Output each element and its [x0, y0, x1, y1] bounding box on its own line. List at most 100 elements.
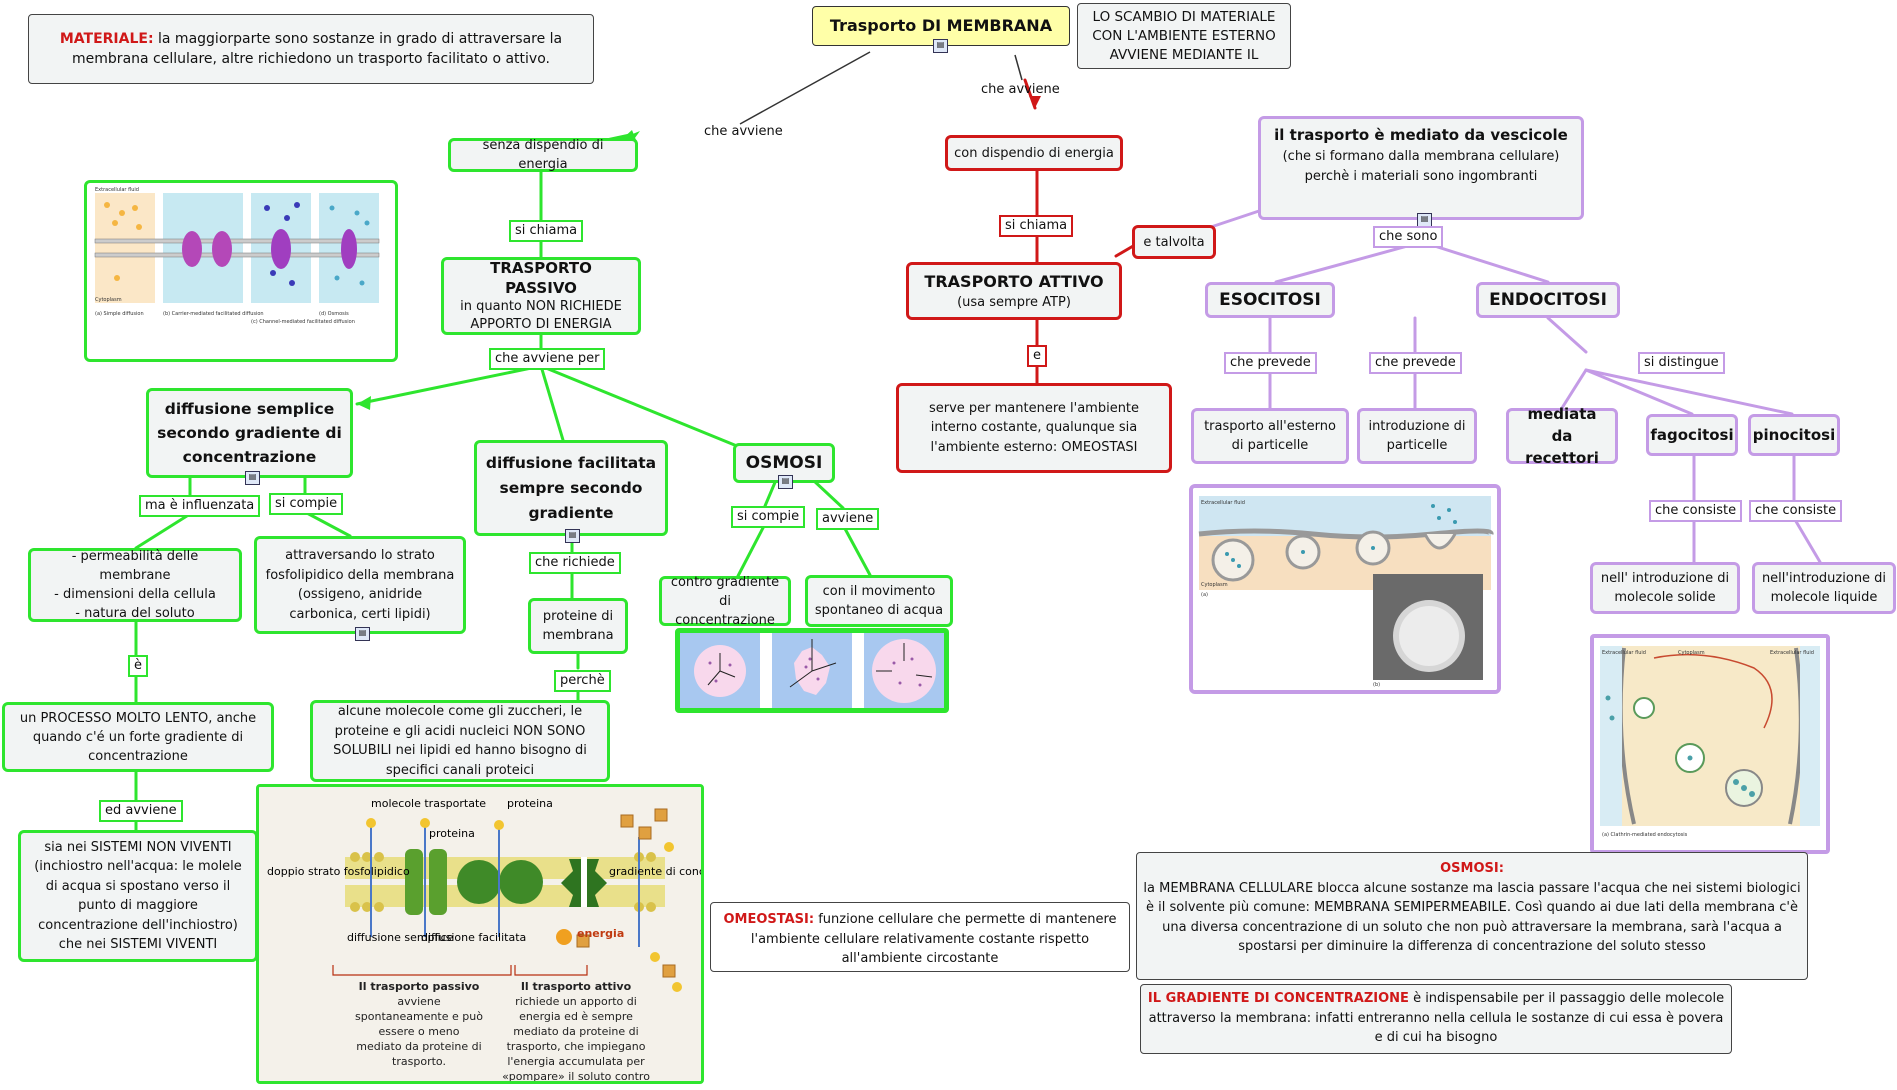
title-node[interactable]: Trasporto DI MEMBRANA ▤: [812, 6, 1070, 53]
node-osmosi[interactable]: OSMOSI ▤: [733, 443, 835, 489]
intro-node[interactable]: LO SCAMBIO DI MATERIALE CON L'AMBIENTE E…: [1077, 3, 1291, 69]
solide-text: nell' introduzione di molecole solide: [1600, 571, 1730, 605]
lbl-diffusione-facilitata: diffusione facilitata: [421, 931, 526, 944]
lbl-doppio-strato: doppio strato fosfolipidico: [267, 865, 410, 878]
osmosi-title: OSMOSI: [745, 452, 823, 473]
carrier-protein-passive: [457, 860, 501, 904]
note-icon[interactable]: ▤: [933, 39, 948, 53]
endocytosis-svg: Extracellular fluid Cytoplasm Extracellu…: [1594, 638, 1826, 850]
gradiente-note-label: IL GRADIENTE DI CONCENTRAZIONE: [1147, 991, 1409, 1006]
link-ed-avviene: ed avviene: [99, 800, 183, 822]
caption-a: (a) Simple diffusion: [95, 311, 144, 317]
link-che-consiste-2: che consiste: [1749, 500, 1843, 522]
exo-label-b: (b): [1373, 682, 1380, 688]
node-sistemi[interactable]: sia nei SISTEMI NON VIVENTI (inchiostro …: [18, 830, 258, 962]
ds-text: diffusione semplice secondo gradiente di…: [157, 400, 342, 466]
node-trasporto-passivo[interactable]: TRASPORTO PASSIVO in quanto NON RICHIEDE…: [441, 257, 641, 335]
node-movimento-acqua[interactable]: con il movimento spontaneo di acqua: [805, 575, 953, 627]
lbl-molecole-trasportate: molecole trasportate: [371, 797, 486, 810]
node-esocitosi[interactable]: ESOCITOSI: [1205, 282, 1335, 318]
link-e-grey: è: [128, 655, 148, 677]
contro-text: contro gradiente di concentrazione: [670, 574, 780, 628]
carrier-protein-1: [182, 231, 202, 267]
omeostasi-label: OMEOSTASI:: [723, 912, 815, 927]
liquide-text: nell'introduzione di molecole liquide: [1761, 571, 1887, 605]
note-icon[interactable]: ▤: [565, 529, 580, 543]
movimento-text: con il movimento spontaneo di acqua: [814, 584, 944, 618]
node-trasporto-esterno[interactable]: trasporto all'esterno di particelle: [1191, 408, 1349, 464]
node-molecole-liquide[interactable]: nell'introduzione di molecole liquide: [1752, 562, 1896, 614]
node-trasporto-attivo[interactable]: TRASPORTO ATTIVO (usa sempre ATP): [906, 262, 1122, 320]
passivo-caption-text: avviene spontaneamente e può essere o me…: [355, 995, 483, 1068]
node-diffusione-semplice[interactable]: diffusione semplice secondo gradiente di…: [146, 388, 353, 485]
attivo-sub: (usa sempre ATP): [957, 294, 1071, 310]
link-che-richiede: che richiede: [529, 552, 621, 574]
lbl-energia: energia: [577, 927, 624, 940]
attivo-caption: Il trasporto attivo richiede un apporto …: [501, 979, 651, 1083]
node-molecole-solide[interactable]: nell' introduzione di molecole solide: [1590, 562, 1740, 614]
gradiente-note[interactable]: IL GRADIENTE DI CONCENTRAZIONE è indispe…: [1140, 984, 1732, 1054]
node-pinocitosi[interactable]: pinocitosi: [1748, 414, 1840, 456]
link-avviene: avviene: [816, 508, 880, 530]
note-icon[interactable]: ▤: [355, 627, 370, 641]
node-fattori[interactable]: - permeabilità delle membrane - dimensio…: [28, 548, 242, 622]
node-proteine[interactable]: proteine di membrana: [528, 598, 628, 654]
attivo-caption-text: richiede un apporto di energia ed è semp…: [502, 995, 650, 1083]
node-con-dispendio[interactable]: con dispendio di energia: [945, 135, 1123, 171]
node-endocitosi[interactable]: ENDOCITOSI: [1476, 282, 1620, 318]
link-si-chiama-passivo: si chiama: [509, 220, 584, 242]
endocytosis-figure: Extracellular fluid Cytoplasm Extracellu…: [1590, 634, 1830, 854]
trasporto-esterno-text: trasporto all'esterno di particelle: [1204, 419, 1336, 453]
node-diffusione-facilitata[interactable]: diffusione facilitata sempre secondo gra…: [474, 440, 668, 543]
materiale-note[interactable]: MATERIALE: la maggiorparte sono sostanze…: [28, 14, 594, 84]
mediata-text: mediata da recettori: [1525, 405, 1599, 467]
lbl-proteina-2: proteina: [429, 827, 475, 840]
link-che-consiste-1: che consiste: [1649, 500, 1743, 522]
node-contro-gradiente[interactable]: contro gradiente di concentrazione: [659, 575, 791, 628]
label-cytoplasm: Cytoplasm: [95, 297, 122, 303]
node-vescicole[interactable]: il trasporto è mediato da vescicole (che…: [1258, 116, 1584, 227]
con-text: con dispendio di energia: [954, 145, 1114, 161]
membrane-transport-svg: molecole trasportate proteina proteina d…: [259, 787, 701, 1081]
exo-label-extracellular: Extracellular fluid: [1201, 500, 1245, 506]
link-che-avviene-per: che avviene per: [489, 348, 606, 370]
fattore-2: - dimensioni della cellula: [54, 587, 216, 602]
node-fagocitosi[interactable]: fagocitosi: [1646, 414, 1738, 456]
intro-text: LO SCAMBIO DI MATERIALE CON L'AMBIENTE E…: [1092, 8, 1276, 63]
molecole-text: alcune molecole come gli zuccheri, le pr…: [333, 704, 587, 778]
materiale-label: MATERIALE:: [59, 31, 154, 47]
diffusion-panels-svg: Extracellular fluid Cytoplasm (a) Simple…: [94, 187, 380, 325]
esocitosi-text: ESOCITOSI: [1219, 289, 1321, 310]
fagocitosi-text: fagocitosi: [1650, 425, 1734, 444]
node-mediata-recettori[interactable]: mediata da recettori: [1506, 405, 1618, 467]
exo-label-a: (a): [1201, 592, 1208, 598]
link-ma-influenzata: ma è influenzata: [139, 495, 261, 517]
passivo-title: TRASPORTO PASSIVO: [490, 259, 592, 297]
e-talvolta-text: e talvolta: [1143, 234, 1205, 250]
lbl-diffusione-semplice: diffusione semplice: [347, 931, 454, 944]
link-e-red: e: [1027, 345, 1047, 367]
channel-protein-a: [405, 849, 423, 915]
coated-pit: [1633, 697, 1655, 719]
node-serve[interactable]: serve per mantenere l'ambiente interno c…: [896, 383, 1172, 473]
caption-d: (d) Osmosis: [319, 311, 349, 317]
passivo-caption-bold: Il trasporto passivo: [358, 980, 480, 993]
note-icon[interactable]: ▤: [778, 475, 793, 489]
link-che-avviene-right: che avviene: [981, 82, 1060, 97]
node-processo-lento[interactable]: un PROCESSO MOLTO LENTO, anche quando c'…: [2, 702, 274, 772]
omeostasi-note[interactable]: OMEOSTASI: funzione cellulare che permet…: [710, 902, 1130, 972]
node-e-talvolta[interactable]: e talvolta: [1132, 225, 1216, 259]
note-icon[interactable]: ▤: [1417, 213, 1432, 227]
note-icon[interactable]: ▤: [245, 471, 260, 485]
node-introduzione[interactable]: introduzione di particelle: [1357, 408, 1477, 464]
node-attraversando[interactable]: attraversando lo strato fosfolipidico de…: [254, 536, 466, 641]
endo-label-extracellular-r: Extracellular fluid: [1770, 650, 1814, 656]
node-molecole[interactable]: alcune molecole come gli zuccheri, le pr…: [310, 700, 610, 782]
sistemi-text: sia nei SISTEMI NON VIVENTI (inchiostro …: [34, 839, 242, 953]
osmosi-note[interactable]: OSMOSI: la MEMBRANA CELLULARE blocca alc…: [1136, 852, 1808, 980]
exo-label-cytoplasm: Cytoplasm: [1201, 582, 1228, 588]
lento-text: un PROCESSO MOLTO LENTO, anche quando c'…: [19, 710, 257, 764]
node-senza-dispendio[interactable]: senza dispendio di energia: [448, 138, 638, 172]
lbl-proteina-1: proteina: [507, 797, 553, 810]
